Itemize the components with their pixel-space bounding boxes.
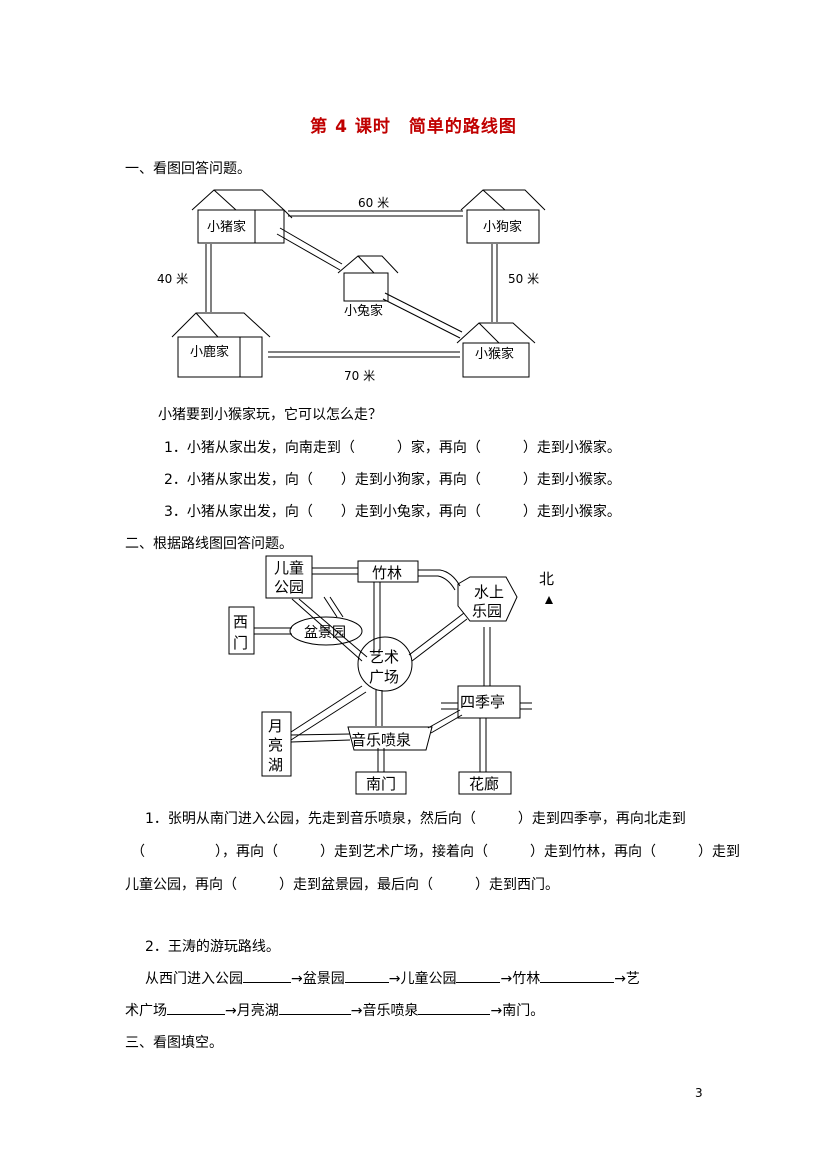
question-item: 2．小猪从家出发，向（ ）走到小狗家，再向（ ）走到小猴家。 xyxy=(164,472,621,488)
section1-question: 小猪要到小猴家玩，它可以怎么走？ xyxy=(158,407,382,423)
park-place-label: 西 xyxy=(233,613,248,631)
route-line-2: 术广场→月亮湖→音乐喷泉→南门。 xyxy=(125,1003,545,1019)
section2-q1-line: 1．张明从南门进入公园，先走到音乐喷泉，然后向（ ）走到四季亭，再向北走到 xyxy=(145,811,686,827)
park-place-label: 南门 xyxy=(366,775,396,793)
house-label: 小猪家 xyxy=(207,219,246,235)
north-arrow-icon xyxy=(545,596,553,604)
answer-blank[interactable] xyxy=(418,1014,491,1015)
question-item: 1．小猪从家出发，向南走到（ ）家，再向（ ）走到小猴家。 xyxy=(164,440,621,456)
section2-heading: 二、根据路线图回答问题。 xyxy=(125,536,293,552)
park-place-label: 花廊 xyxy=(469,775,499,793)
section2-q2-label: 2．王涛的游玩路线。 xyxy=(145,939,280,955)
answer-blank[interactable] xyxy=(278,1014,351,1015)
section2-q1-line: 儿童公园，再向（ ）走到盆景园，最后向（ ）走到西门。 xyxy=(125,877,559,893)
park-place-label: 水上 xyxy=(474,583,504,601)
distance-label: 50 米 xyxy=(508,272,539,286)
park-place-label: 竹林 xyxy=(372,564,402,582)
house-label: 小鹿家 xyxy=(190,344,229,360)
section2-q1-line: （ ），再向（ ）走到艺术广场，接着向（ ）走到竹林，再向（ ）走到 xyxy=(131,844,740,860)
park-place-label: 亮 xyxy=(268,736,283,754)
page-title: 第 4 课时 简单的路线图 xyxy=(310,117,517,137)
distance-label: 60 米 xyxy=(358,196,389,210)
park-place-label: 四季亭 xyxy=(460,693,505,711)
section1-heading: 一、看图回答问题。 xyxy=(125,161,251,177)
house-label: 小狗家 xyxy=(483,219,522,235)
park-place-label: 湖 xyxy=(268,756,283,774)
answer-blank[interactable] xyxy=(167,1014,225,1015)
park-place-label: 月 xyxy=(268,717,283,735)
question-item: 3．小猪从家出发，向（ ）走到小兔家，再向（ ）走到小猴家。 xyxy=(164,504,621,520)
park-place-label: 音乐喷泉 xyxy=(351,731,411,749)
distance-label: 70 米 xyxy=(344,369,375,383)
park-place-label: 盆景园 xyxy=(304,625,346,641)
answer-blank[interactable] xyxy=(344,982,389,983)
answer-blank[interactable] xyxy=(456,982,501,983)
answer-blank[interactable] xyxy=(243,982,291,983)
answer-blank[interactable] xyxy=(540,982,615,983)
house-label: 小兔家 xyxy=(344,303,383,319)
north-label: 北 xyxy=(539,570,554,588)
route-line-1: 从西门进入公园→盆景园→儿童公园→竹林→艺 xyxy=(145,971,640,987)
park-place-label: 公园 xyxy=(274,578,304,596)
house-label: 小猴家 xyxy=(475,346,514,362)
park-place-label: 乐园 xyxy=(472,602,502,620)
park-place-label: 艺术 xyxy=(369,648,399,666)
park-place-label: 门 xyxy=(233,634,248,652)
park-place-label: 广场 xyxy=(369,668,399,686)
distance-label: 40 米 xyxy=(157,272,188,286)
park-place-label: 儿童 xyxy=(274,559,304,577)
section3-heading: 三、看图填空。 xyxy=(125,1035,223,1051)
page-number: 3 xyxy=(695,1086,703,1100)
